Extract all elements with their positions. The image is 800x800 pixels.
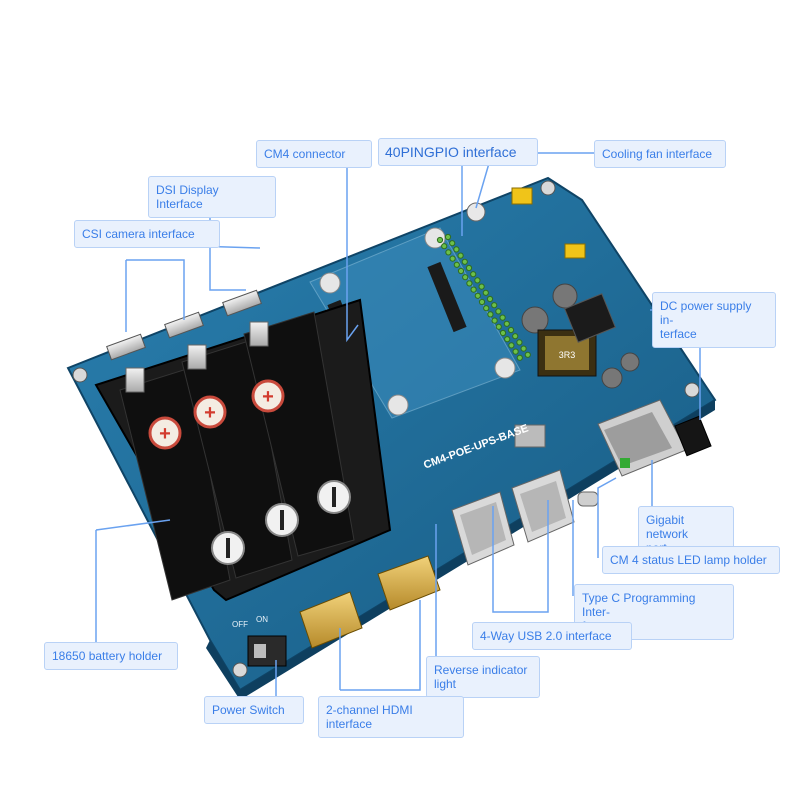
gpio-pin — [483, 305, 490, 312]
usb-ports — [451, 469, 575, 566]
label-csi-camera: CSI camera interface — [74, 220, 220, 248]
label-usb-4way: 4-Way USB 2.0 interface — [472, 622, 632, 650]
gpio-pin — [461, 258, 468, 265]
gpio-pin — [457, 252, 464, 259]
gpio-pin — [474, 292, 481, 299]
gpio-pin — [516, 339, 523, 346]
svg-text:+: + — [204, 402, 216, 424]
gpio-pin — [445, 249, 452, 256]
gpio-pin — [462, 274, 469, 281]
gpio-pin — [512, 333, 519, 340]
hdmi-ports — [299, 555, 441, 649]
ethernet-port — [597, 399, 687, 477]
gpio-pin — [491, 302, 498, 309]
switch-on-text: ON — [256, 615, 268, 624]
gpio-pin — [474, 277, 481, 284]
switch-off-text: OFF — [232, 620, 248, 629]
gpio-pin — [453, 246, 460, 253]
power-switch-part: OFF ON — [232, 615, 287, 667]
dc-jack — [674, 415, 712, 457]
gpio-pin — [457, 267, 465, 275]
gpio-pin — [499, 329, 507, 337]
gpio-pin — [470, 286, 477, 293]
label-battery-holder: 18650 battery holder — [44, 642, 178, 670]
gpio-pin — [478, 298, 486, 306]
cm4-connector-right — [427, 261, 467, 333]
gpio-pin — [444, 233, 452, 241]
label-dsi-display: DSI Display Interface — [148, 176, 276, 218]
gpio-pin — [495, 323, 502, 330]
gpio-header — [436, 233, 531, 361]
gpio-pin — [436, 236, 444, 244]
svg-text:+: + — [262, 386, 274, 408]
power-components: 3R3 — [514, 283, 640, 448]
gpio-pin — [466, 280, 473, 287]
gpio-pin — [478, 283, 485, 290]
gpio-pin — [508, 342, 515, 349]
label-dc-power: DC power supply in-terface — [652, 292, 776, 348]
gpio-pin — [524, 351, 531, 358]
gpio-pin — [486, 295, 494, 303]
battery-holder-part: + + + — [94, 289, 392, 602]
gpio-pin — [487, 311, 494, 318]
gpio-pin — [470, 271, 477, 278]
label-power-switch: Power Switch — [204, 696, 304, 724]
label-40pin-gpio: 40PINGPIO interface — [378, 138, 538, 166]
gpio-pin — [507, 326, 515, 334]
label-cooling-fan: Cooling fan interface — [594, 140, 726, 168]
gpio-pin — [482, 289, 489, 296]
label-cm4-led: CM 4 status LED lamp holder — [602, 546, 780, 574]
gpio-pin — [491, 317, 498, 324]
gpio-pin — [495, 308, 502, 315]
inductor-mark: 3R3 — [559, 350, 576, 360]
gpio-pin — [520, 345, 527, 352]
svg-text:+: + — [159, 423, 171, 445]
label-cm4-connector: CM4 connector — [256, 140, 372, 168]
gpio-pin — [441, 243, 448, 250]
gpio-pin — [449, 255, 456, 262]
leader-lines — [95, 152, 701, 700]
gpio-pin — [504, 336, 511, 343]
gpio-pin — [516, 354, 523, 361]
gpio-pin — [465, 264, 473, 272]
gpio-pin — [453, 261, 460, 268]
gpio-pin — [503, 320, 510, 327]
gpio-pin — [499, 314, 506, 321]
gpio-pin — [512, 348, 519, 355]
label-hdmi-2ch: 2-channel HDMI interface — [318, 696, 464, 738]
typec-port — [577, 491, 599, 507]
gpio-pin — [449, 240, 456, 247]
fan-connector — [466, 187, 586, 259]
